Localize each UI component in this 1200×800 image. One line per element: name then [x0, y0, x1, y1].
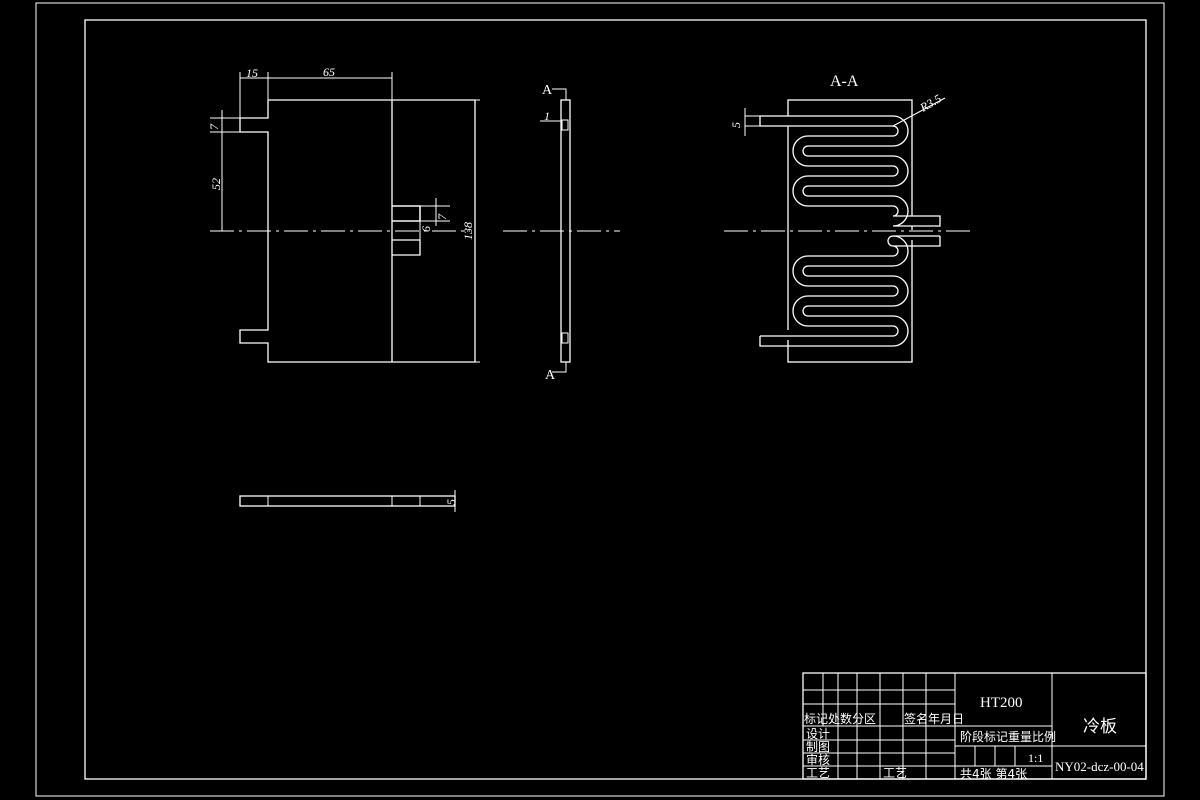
material-label: HT200 — [980, 695, 1023, 711]
dim-65-label: 65 — [323, 65, 335, 79]
front-view: 15 65 7 52 7 6 138 — [207, 65, 480, 363]
stage-header-label: 阶段标记重量比例 — [960, 729, 1056, 744]
channel-fill-lower — [760, 230, 940, 340]
row-header-label: 标记处数分区 — [804, 711, 876, 726]
title-block: HT200 冷板 NY02-dcz-00-04 1:1 标记处数分区 签名年月日… — [802, 672, 1147, 781]
process-label: 工艺 — [883, 766, 907, 780]
outer-frame — [35, 2, 1165, 797]
bottom-view: 5 — [239, 490, 458, 512]
center-slot — [392, 205, 421, 222]
dim-5-bottom-label: 5 — [444, 499, 458, 505]
section-view: A-A R3.5 5 — [724, 73, 970, 363]
dim-5-section-label: 5 — [729, 122, 743, 128]
dim-15-label: 15 — [246, 66, 258, 80]
role-design-label: 设计 — [806, 727, 830, 741]
section-mark-bottom: A — [545, 368, 556, 383]
dim-6-label: 6 — [419, 226, 433, 232]
dim-7-left-label: 7 — [207, 123, 221, 130]
channel-fill-upper — [760, 116, 940, 226]
dim-7-right-label: 7 — [435, 213, 449, 220]
side-port-top — [561, 119, 569, 131]
role-review-label: 审核 — [806, 752, 830, 767]
section-mark-top: A — [542, 83, 553, 98]
section-arrow-top — [552, 88, 567, 100]
part-name-label: 冷板 — [1083, 717, 1117, 737]
dim-138-label: 138 — [461, 222, 475, 240]
sheets-label: 共4张 第4张 — [960, 767, 1027, 781]
drawing-number-label: NY02-dcz-00-04 — [1055, 759, 1144, 774]
channel-outline-lower — [759, 235, 941, 347]
dim-1-label: 1 — [544, 109, 550, 123]
scale-label: 1:1 — [1028, 751, 1043, 765]
role-process-label: 工艺 — [806, 766, 830, 780]
section-title: A-A — [830, 73, 859, 90]
inner-frame — [84, 19, 1147, 780]
side-port-bottom — [561, 332, 569, 344]
side-view: A A 1 — [503, 83, 620, 383]
bottom-view-outline — [239, 495, 456, 507]
role-draft-label: 制图 — [806, 740, 830, 754]
sign-date-label: 签名年月日 — [904, 711, 964, 726]
leader-r3-5 — [892, 97, 946, 127]
dim-52-label: 52 — [209, 178, 223, 190]
channel-outline-upper — [760, 115, 941, 227]
section-arrow-bottom — [552, 362, 567, 373]
center-slot-lines — [392, 205, 421, 256]
